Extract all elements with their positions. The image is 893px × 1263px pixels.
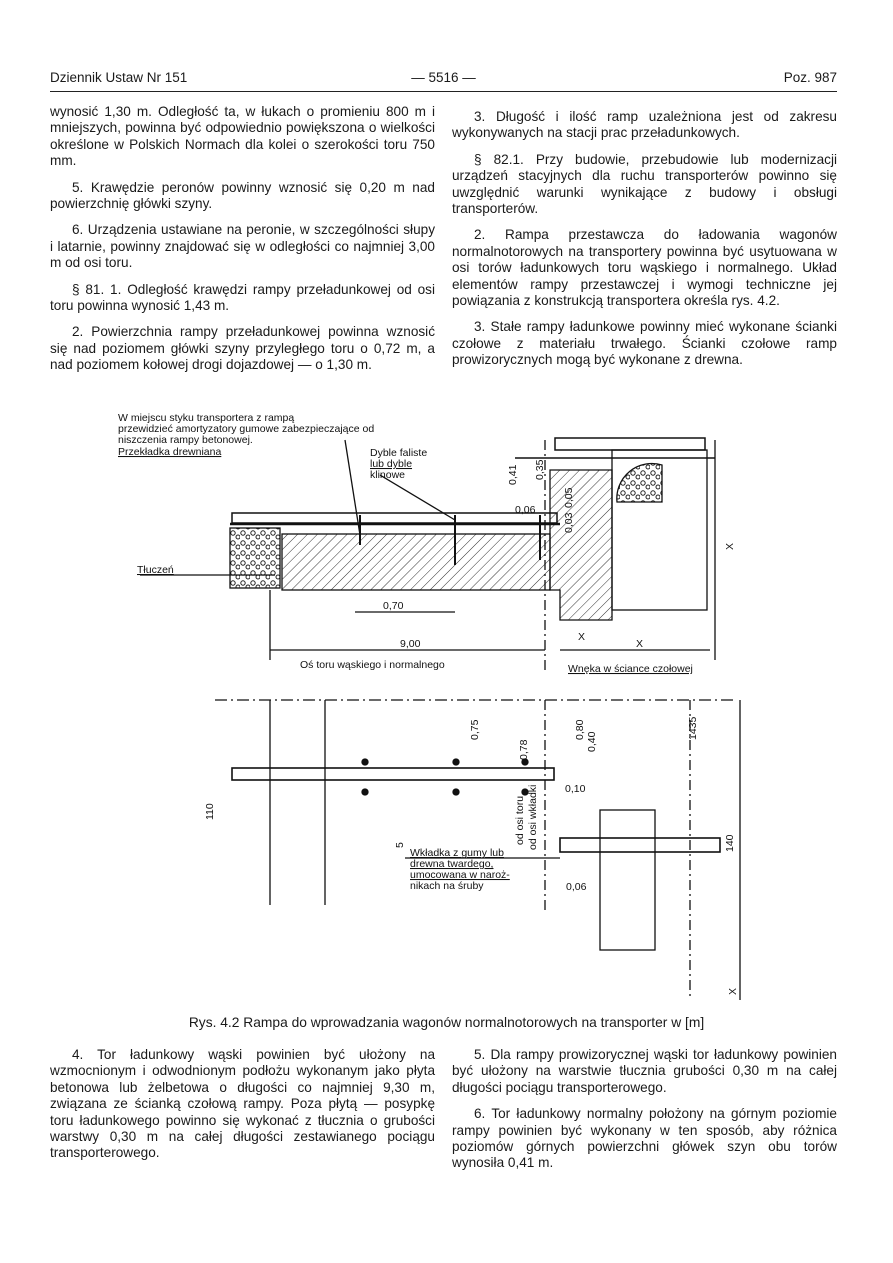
bolt [452,788,460,796]
dim-x: X [636,638,643,650]
upper-rail [554,437,706,451]
dim-x: X [724,543,736,550]
plan-view [215,699,741,1000]
dim-006b: 0,06 [566,881,587,893]
dim-078: 0,78 [518,739,530,760]
page-header: Dziennik Ustaw Nr 151 — 5516 — Poz. 987 [50,70,837,88]
paragraph: 6. Urządzenia ustawiane na peronie, w sz… [50,222,435,271]
axis-distance-label: od osi toru [514,796,526,845]
header-rule [50,91,837,92]
transporter-frame [611,449,708,611]
bottom-right-column: 5. Dla rampy prowizorycznej wąski tor ła… [452,1047,837,1182]
dim-005: 0,05 [563,487,575,508]
paragraph: 4. Tor ładunkowy wąski powinien być ułoż… [50,1047,435,1161]
ballast-gravel [229,527,281,589]
spacer-label: Przekładka drewniana [118,446,221,458]
bolt [521,758,529,766]
dim-1435: 1435 [687,716,699,740]
insert-axis-label: od osi wkładki [527,785,539,850]
dim-x: X [727,988,739,995]
paragraph: 2. Powierzchnia rampy przeładunkowej pow… [50,324,435,373]
bottom-left-column: 4. Tor ładunkowy wąski powinien być ułoż… [50,1047,435,1172]
journal-name: Dziennik Ustaw Nr 151 [50,70,188,85]
track-axis-label: Oś toru wąskiego i normalnego [300,659,445,671]
dim-5: 5 [394,842,406,848]
section-view [140,437,716,672]
dim-110: 110 [204,803,216,820]
paragraph: 6. Tor ładunkowy normalny położony na gó… [452,1106,837,1171]
dim-080: 0,80 [574,719,586,740]
paragraph: 3. Stałe rampy ładunkowe powinny mieć wy… [452,319,837,368]
dim-070: 0,70 [383,600,404,612]
paragraph: § 82.1. Przy budowie, przebudowie lub mo… [452,151,837,217]
insert-label-line4: nikach na śruby [410,880,484,892]
dim-035: 0,35 [534,459,546,480]
bolt [521,788,529,796]
plan-rail [231,767,555,781]
dim-040: 0,40 [586,731,598,752]
dim-010: 0,10 [565,783,586,795]
paragraph: 3. Długość i ilość ramp uzależniona jest… [452,109,837,141]
rail [231,512,558,524]
concrete-slab [281,533,551,591]
leader-line [344,439,361,536]
dim-006: 0,06 [515,504,536,516]
bolt [452,758,460,766]
plan-pit [599,809,656,951]
dowel-label-line2: lub dyble [370,458,412,470]
figure-caption: Rys. 4.2 Rampa do wprowadzania wagonów n… [188,1015,705,1030]
niche-label: Wnęka w ściance czołowej [568,663,693,675]
dim-003: 0,03 [563,512,575,533]
figure-labels: W miejscu styku transportera z rampą prz… [118,412,739,995]
ballast-label: Tłuczeń [137,564,174,576]
top-right-column: 3. Długość i ilość ramp uzależniona jest… [452,109,837,379]
insert-label-line3: umocowana w naroż- [410,869,510,881]
dim-041: 0,41 [507,464,519,485]
page-number: — 5516 — [411,70,476,85]
position-number: Poz. 987 [783,70,837,85]
dim-x: X [578,631,585,643]
dowel-label-line3: klinowe [370,469,405,481]
dim-900: 9,00 [400,638,421,650]
paragraph: § 81. 1. Odległość krawędzi rampy przeła… [50,281,435,314]
concrete-head-wall [549,469,613,621]
bolt [361,788,369,796]
paragraph: 5. Dla rampy prowizorycznej wąski tor ła… [452,1047,837,1095]
amortization-note-line3: niszczenia rampy betonowej. [118,434,253,446]
paragraph: 5. Krawędzie peronów powinny wznosić się… [50,179,435,212]
dim-075: 0,75 [469,719,481,740]
leader-line [379,474,456,521]
plan-transporter-rail [559,837,721,853]
paragraph: 2. Rampa przestawcza do ładowania wagonó… [452,227,837,309]
insert-label-line2: drewna twardego, [410,858,493,870]
top-left-column: wynosić 1,30 m. Odległość ta, w łukach o… [50,104,435,384]
insert-label-line1: Wkładka z gumy lub [410,847,504,859]
dowel-label-line1: Dyble faliste [370,447,427,459]
buffer-wheel [616,462,663,503]
dim-140: 140 [724,834,736,852]
amortization-note-line1: W miejscu styku transportera z rampą [118,412,294,424]
paragraph: wynosić 1,30 m. Odległość ta, w łukach o… [50,104,435,169]
bolt [361,758,369,766]
amortization-note-line2: przewidzieć amortyzatory gumowe zabezpie… [118,423,374,435]
